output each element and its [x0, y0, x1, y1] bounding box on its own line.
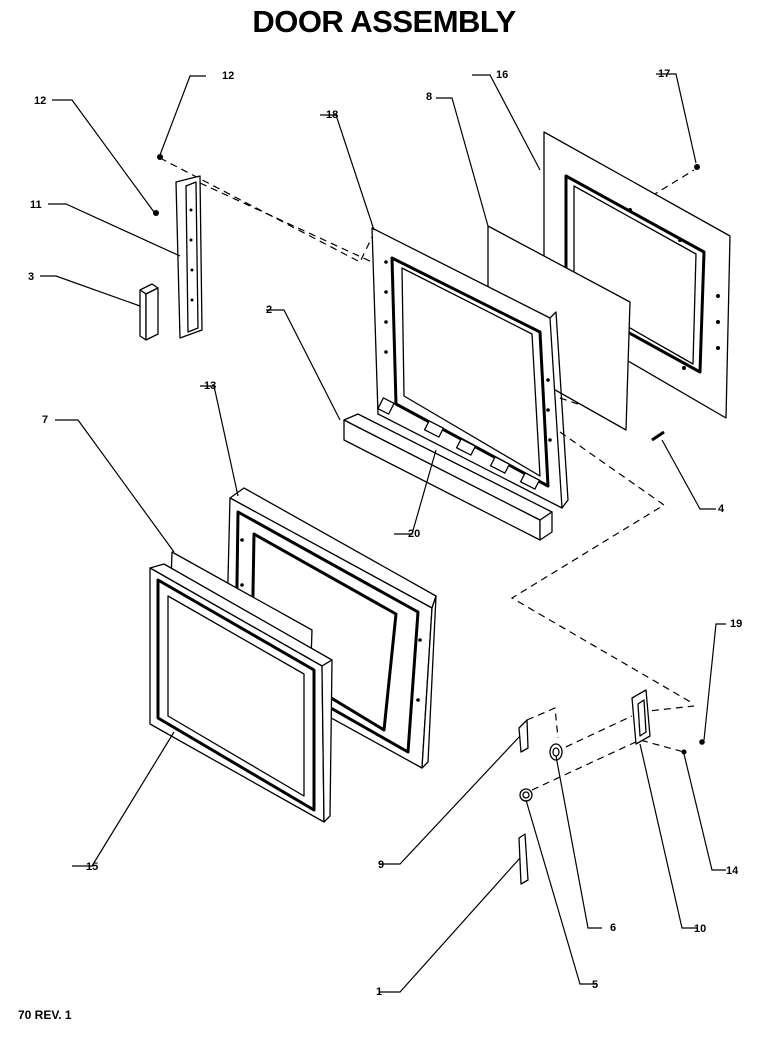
- callout-20: 20: [408, 528, 420, 540]
- part-18-inner-door-frame: [371, 227, 569, 509]
- part-11-hinge-bracket: [175, 175, 203, 339]
- callout-6: 6: [610, 922, 616, 934]
- callout-12-left: 12: [34, 95, 46, 107]
- part-10-hinge-plate: [631, 689, 651, 745]
- callout-7: 7: [42, 414, 48, 426]
- callout-2: 2: [266, 304, 272, 316]
- revision-footer: 70 REV. 1: [18, 1008, 72, 1022]
- fastener-screws: [153, 154, 700, 442]
- part-20-frame-clips: [377, 397, 541, 490]
- part-3-spacer-block: [139, 283, 159, 341]
- callout-4: 4: [718, 503, 725, 515]
- part-16-outer-door-panel: [543, 131, 731, 419]
- callout-19: 19: [730, 618, 742, 630]
- part-15-front-door-trim: [149, 563, 333, 823]
- callout-18: 18: [326, 109, 338, 121]
- callout-leader-lines: [40, 73, 726, 993]
- callout-1: 1: [376, 986, 382, 998]
- page-title: DOOR ASSEMBLY: [252, 4, 516, 39]
- callout-3: 3: [28, 271, 34, 283]
- callout-13: 13: [204, 380, 216, 392]
- hinge-screws: [681, 739, 705, 755]
- callout-14: 14: [726, 865, 739, 877]
- callout-labels: 12 12 11 3 18 8 16 17 2 4 20 13 7 19 15 …: [28, 68, 742, 998]
- callout-15: 15: [86, 861, 98, 873]
- part-5-washer: [519, 788, 533, 802]
- callout-11: 11: [30, 199, 42, 211]
- part-2-bottom-trim: [343, 413, 553, 541]
- callout-10: 10: [694, 923, 706, 935]
- part-9-hinge-clip: [518, 719, 529, 753]
- callout-8: 8: [426, 91, 432, 103]
- callout-17: 17: [658, 68, 670, 80]
- callout-16: 16: [496, 69, 508, 81]
- callout-12-top: 12: [222, 70, 234, 82]
- callout-5: 5: [592, 979, 598, 991]
- callout-9: 9: [378, 859, 384, 871]
- part-1-hinge-pin: [518, 833, 529, 885]
